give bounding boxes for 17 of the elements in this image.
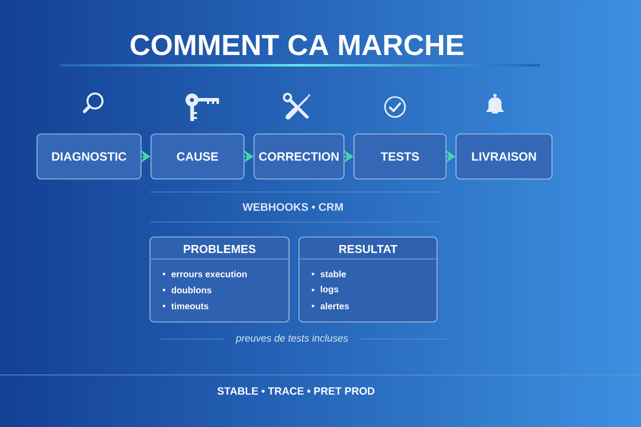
title: COMMENT CA MARCHE: [130, 34, 464, 56]
list-item: stable: [320, 270, 346, 278]
list-item: timeouts: [171, 302, 208, 310]
step-box: TESTS: [354, 134, 446, 180]
label-text: STABLE • TRACE • PRET PROD: [217, 387, 374, 395]
step-box: DIAGNOSTIC: [36, 134, 142, 180]
panel-heading: PROBLEMES: [184, 244, 256, 254]
panel-heading: RESULTAT: [339, 244, 398, 254]
list-item: doublons: [172, 286, 212, 294]
list-item: alertes: [320, 302, 349, 310]
list-item: logs: [320, 286, 338, 294]
label-text: WEBHOOKS • CRM: [242, 203, 343, 211]
label-text: preuves de tests incluses: [236, 334, 348, 344]
step-box: CAUSE: [150, 134, 244, 180]
step-box: LIVRAISON: [456, 134, 552, 180]
step-box: CORRECTION: [254, 134, 344, 180]
list-item: errours execution: [172, 270, 247, 278]
